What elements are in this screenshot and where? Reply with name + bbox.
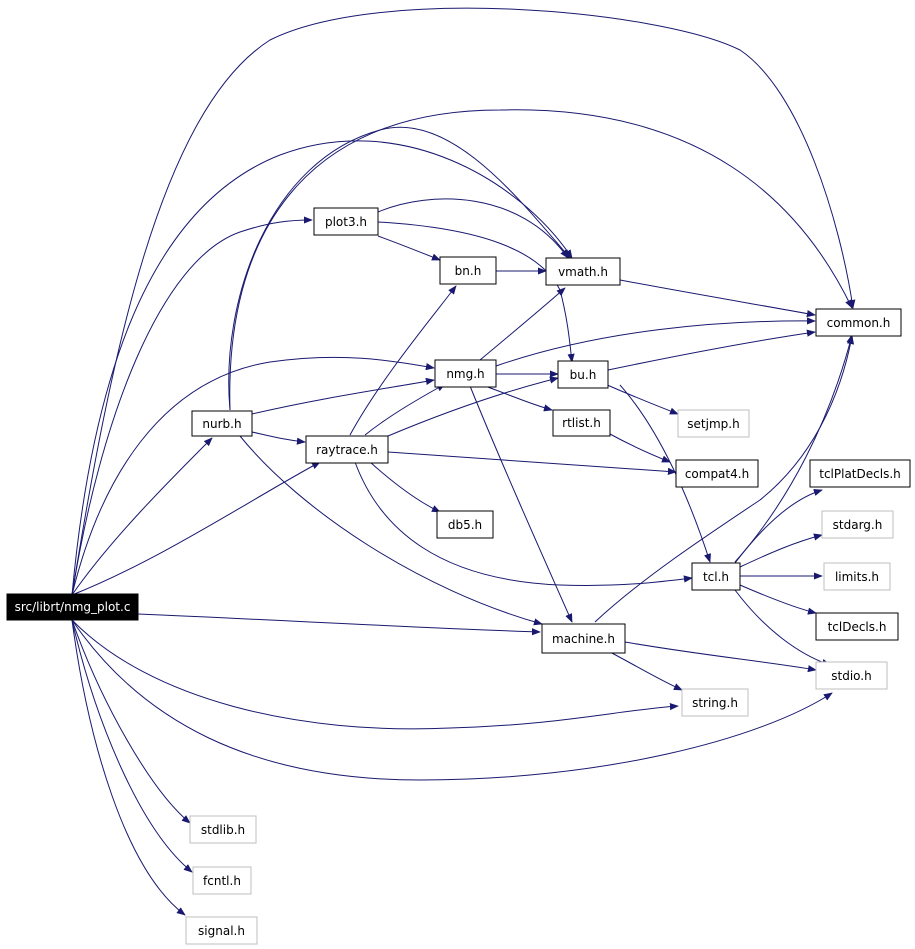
edge-plot3-vmath (377, 198, 569, 259)
edge-root-common (71, 7, 856, 596)
node-common[interactable]: common.h (815, 308, 902, 337)
edge-machine-stdio (624, 641, 817, 673)
node-fcntl[interactable]: fcntl.h (192, 866, 252, 895)
node-string-label: string.h (692, 696, 738, 710)
node-rtlist-label: rtlist.h (562, 416, 601, 430)
node-signal-label: signal.h (198, 924, 245, 938)
edge-nmg-machine (469, 385, 573, 623)
edge-raytrace-bu (387, 376, 559, 437)
edge-root-signal (71, 619, 186, 916)
edge-nurb-raytrace (251, 431, 306, 445)
node-plot3-label: plot3.h (325, 215, 367, 229)
edge-root-machine (137, 613, 541, 636)
node-stdlib-label: stdlib.h (201, 823, 245, 837)
edge-root-fcntl (71, 619, 193, 873)
node-bu-label: bu.h (570, 368, 597, 382)
edge-root-nurb (71, 437, 213, 596)
edge-nurb-nmg (251, 377, 435, 415)
edge-vmath-common (619, 279, 816, 318)
node-bn-label: bn.h (455, 264, 482, 278)
node-vmath[interactable]: vmath.h (545, 257, 621, 286)
node-nmg-label: nmg.h (446, 367, 484, 381)
node-stdio-label: stdio.h (831, 669, 871, 683)
node-root[interactable]: src/librt/nmg_plot.c (6, 593, 139, 621)
node-vmath-label: vmath.h (558, 265, 608, 279)
node-plot3[interactable]: plot3.h (313, 207, 379, 236)
node-fcntl-label: fcntl.h (203, 874, 241, 888)
edge-root-stdlib (71, 619, 191, 824)
edge-bu-common (607, 329, 816, 371)
node-machine-label: machine.h (552, 632, 615, 646)
edge-tcl-tcldecls (739, 584, 817, 615)
edge-raytrace-db5 (369, 461, 441, 513)
edge-root-plot3 (71, 216, 313, 596)
edge-root-raytrace (71, 461, 321, 596)
edge-tcl-tclplat (734, 488, 823, 564)
edge-tcl-stdarg (739, 533, 823, 568)
node-raytrace[interactable]: raytrace.h (305, 435, 389, 464)
edge-bu-setjmp (604, 383, 679, 415)
node-stdarg[interactable]: stdarg.h (821, 510, 894, 539)
node-signal[interactable]: signal.h (185, 916, 258, 945)
node-nurb-label: nurb.h (202, 417, 241, 431)
edge-nmg-common (495, 317, 816, 367)
node-machine[interactable]: machine.h (541, 623, 626, 654)
node-rtlist[interactable]: rtlist.h (552, 409, 611, 437)
edge-root-vmath (71, 140, 573, 596)
node-stdlib[interactable]: stdlib.h (189, 815, 257, 844)
node-tcldecls-label: tclDecls.h (828, 620, 887, 634)
node-root-label: src/librt/nmg_plot.c (15, 600, 131, 614)
edge-root-string (71, 619, 679, 730)
node-setjmp-label: setjmp.h (687, 417, 739, 431)
edges (71, 7, 856, 916)
edge-nurb-vmath (228, 126, 571, 411)
node-tclplat[interactable]: tclPlatDecls.h (809, 459, 911, 488)
edge-raytrace-tcl (354, 461, 693, 586)
edge-tcl-stdio (734, 589, 831, 666)
edge-nurb-common (229, 109, 853, 411)
node-db5[interactable]: db5.h (436, 510, 494, 539)
node-common-label: common.h (827, 316, 891, 330)
node-compat4[interactable]: compat4.h (675, 459, 759, 488)
edge-raytrace-compat4 (387, 451, 677, 475)
edge-plot3-bu (377, 221, 575, 363)
edge-machine-string (609, 651, 683, 691)
edge-nurb-machine (239, 435, 543, 626)
node-tcl[interactable]: tcl.h (691, 562, 741, 591)
node-limits-label: limits.h (835, 570, 879, 584)
edge-root-nmg (71, 356, 435, 596)
node-stdio[interactable]: stdio.h (815, 661, 888, 690)
edge-raytrace-nmg (364, 383, 446, 436)
edge-nmg-rtlist (484, 385, 553, 412)
edge-tcl-common (734, 334, 854, 563)
node-stdarg-label: stdarg.h (833, 518, 883, 532)
node-setjmp[interactable]: setjmp.h (677, 409, 750, 438)
node-nurb[interactable]: nurb.h (191, 410, 253, 437)
node-tclplat-label: tclPlatDecls.h (819, 467, 901, 481)
node-raytrace-label: raytrace.h (316, 443, 378, 457)
node-limits[interactable]: limits.h (823, 562, 891, 591)
node-nmg[interactable]: nmg.h (434, 359, 497, 388)
node-tcldecls[interactable]: tclDecls.h (815, 612, 899, 641)
edge-rtlist-compat4 (609, 433, 671, 463)
node-bn[interactable]: bn.h (439, 256, 497, 285)
edge-machine-common (594, 335, 855, 623)
node-compat4-label: compat4.h (685, 467, 749, 481)
edge-plot3-bn (377, 235, 441, 261)
node-db5-label: db5.h (448, 518, 482, 532)
node-string[interactable]: string.h (681, 688, 749, 717)
node-bu[interactable]: bu.h (557, 360, 609, 389)
node-tcl-label: tcl.h (703, 570, 729, 584)
edge-raytrace-bn (349, 285, 457, 436)
edge-root-stdio (71, 619, 833, 781)
edge-nmg-vmath (479, 287, 566, 361)
